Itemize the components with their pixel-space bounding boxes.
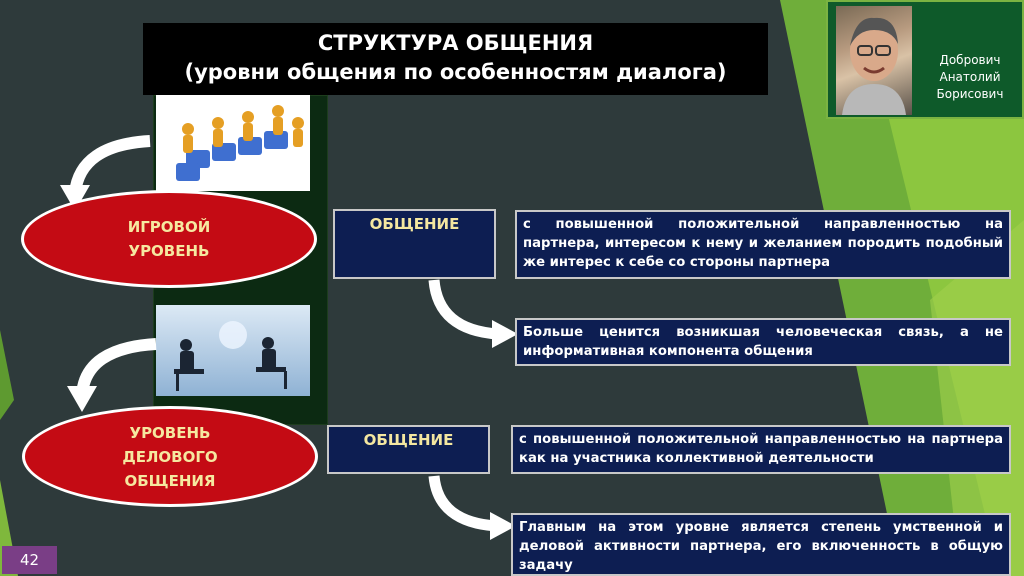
business-note: Главным на этом уровне является степень … [511, 513, 1011, 576]
slide-title: СТРУКТУРА ОБЩЕНИЯ (уровни общения по осо… [143, 23, 768, 95]
game-description: с повышенной положительной направленност… [515, 210, 1011, 279]
author-panel: Добрович Анатолий Борисович [826, 0, 1024, 119]
business-description: с повышенной положительной направленност… [511, 425, 1011, 474]
title-line-1: СТРУКТУРА ОБЩЕНИЯ [317, 31, 594, 55]
teamwork-image [156, 95, 310, 191]
author-photo [836, 6, 912, 115]
slide-number: 42 [2, 546, 57, 574]
level-game: ИГРОВОЙ УРОВЕНЬ [21, 190, 317, 288]
curved-arrow-icon [428, 475, 516, 540]
game-note: Больше ценится возникшая человеческая св… [515, 318, 1011, 366]
title-line-2: (уровни общения по особенностям диалога) [184, 60, 727, 84]
business-meeting-image [156, 305, 310, 396]
portrait-image [842, 17, 906, 115]
author-name: Добрович Анатолий Борисович [936, 53, 1004, 101]
level-game-label: ИГРОВОЙ УРОВЕНЬ [127, 218, 211, 260]
curved-arrow-icon [428, 279, 518, 348]
level-business-label: УРОВЕНЬ ДЕЛОВОГО ОБЩЕНИЯ [122, 423, 218, 490]
level-business: УРОВЕНЬ ДЕЛОВОГО ОБЩЕНИЯ [22, 406, 318, 507]
communication-label-game: ОБЩЕНИЕ [333, 209, 496, 279]
communication-label-business: ОБЩЕНИЕ [327, 425, 490, 474]
